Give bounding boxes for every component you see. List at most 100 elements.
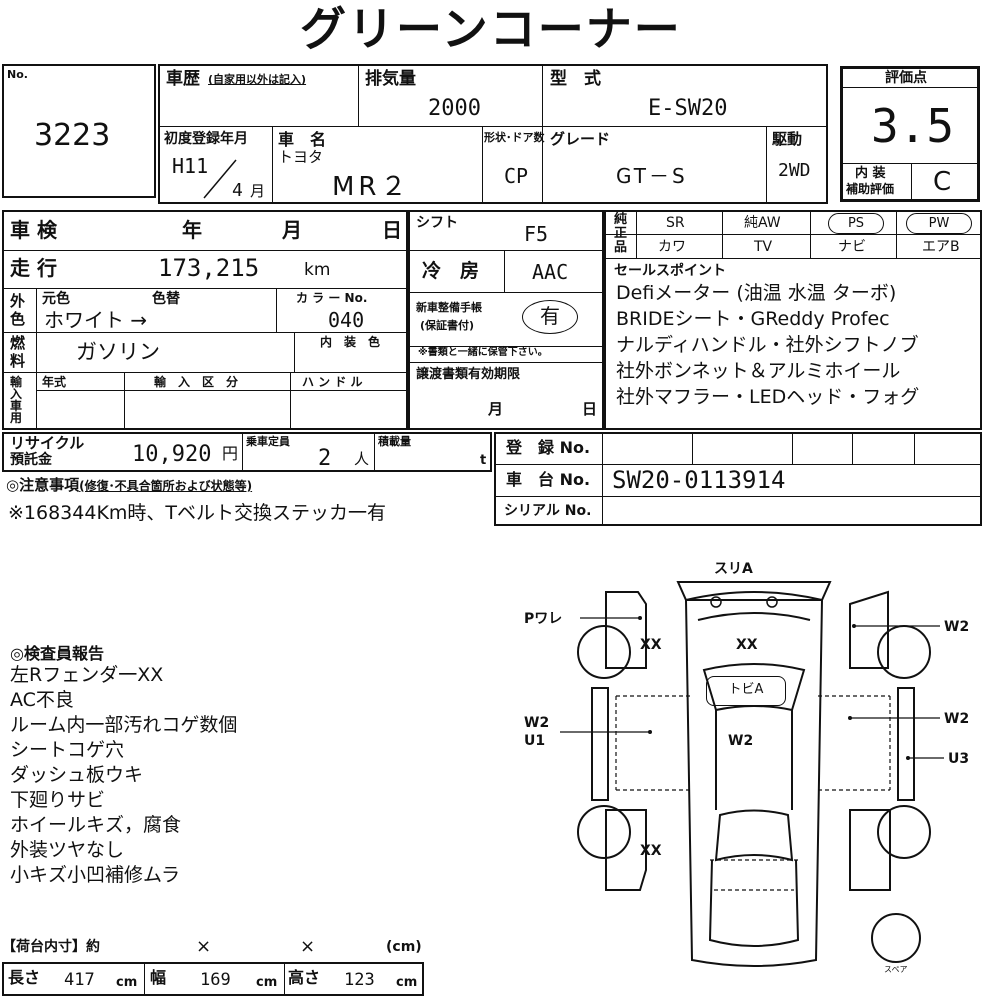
color-code: 040: [328, 308, 365, 332]
history-note: (自家用以外は記入): [208, 73, 307, 86]
shift-value: F5: [524, 222, 549, 246]
manual-note: ※書類と一緒に保管下さい。: [418, 347, 548, 358]
diagram-rl-wheel-label: XX: [640, 843, 662, 859]
equip-tv: TV: [754, 239, 773, 255]
diagram-right-side-1: W2: [944, 711, 970, 727]
handle-label: ハ ン ド ル: [302, 375, 363, 389]
inspector-line: 下廻りサビ: [10, 789, 106, 811]
sales-box: 純正品 SR 純AW PS PW カワ TV ナビ エアB セールスポイント D…: [604, 210, 982, 430]
vehicle-info-box: 車歴 (自家用以外は記入) 排気量 2000 型 式 E-SW20 初度登録年月…: [158, 64, 828, 204]
equipment-box: シフト F5 冷 房 AAC 新車整備手帳 (保証書付) 有 ※書類と一緒に保管…: [408, 210, 604, 430]
sales-point-line: 社外マフラー・LEDヘッド・フォグ: [616, 386, 920, 408]
first-reg-year: H11: [172, 154, 209, 178]
import-category-label: 輸 入 区 分: [154, 375, 239, 389]
diagram-left-side-2: U1: [524, 733, 546, 749]
interior-label: 内 装: [855, 166, 886, 181]
grade-value: GT－S: [616, 164, 688, 188]
inspector-line: 小キズ小凹補修ムラ: [10, 864, 181, 886]
cargo-height-cm: cm: [396, 975, 418, 990]
shape-label: 形状･ドア数: [484, 131, 545, 144]
drive-value: 2WD: [778, 160, 811, 181]
score-label: 評価点: [885, 70, 927, 86]
lot-label: No.: [7, 68, 28, 81]
cargo-length-cm: cm: [116, 975, 138, 990]
first-reg-month-unit: 月: [250, 182, 266, 200]
import-year-label: 年式: [42, 375, 67, 389]
diagram-right-side-2: U3: [948, 751, 970, 767]
equip-pw: PW: [906, 213, 972, 234]
equip-ps: PS: [828, 213, 884, 234]
inspector-line: ホイールキズ，腐食: [10, 814, 182, 836]
car-maker: トヨタ: [278, 148, 324, 166]
car-name-value: MR２: [332, 172, 411, 202]
cargo-x1: ×: [196, 936, 212, 957]
manual-value: 有: [522, 300, 578, 334]
inspector-line: 外装ツヤなし: [10, 839, 125, 861]
mileage-label: 走 行: [10, 256, 57, 280]
change-color-label: 色替: [152, 291, 180, 307]
lot-number: 3223: [34, 118, 111, 153]
equip-aw: 純AW: [744, 215, 781, 231]
inspection-label: 車 検: [10, 218, 57, 242]
cargo-unit-label: (cm): [386, 939, 422, 955]
capacity-unit: 人: [354, 450, 370, 468]
car-name-label: 車 名: [278, 130, 327, 149]
equipment-header: 純正品: [614, 212, 628, 255]
score-value: 3.5: [871, 99, 955, 153]
diagram-fl-wheel-label: XX: [640, 637, 662, 653]
aircon-value: AAC: [532, 260, 569, 284]
transfer-label: 譲渡書類有効期限: [416, 367, 521, 382]
transfer-day: 日: [582, 400, 598, 418]
notes-title: ◎注意事項: [6, 476, 80, 494]
sales-point-line: ナルディハンドル・社外シフトノブ: [616, 334, 919, 356]
shape-value: CP: [504, 164, 529, 188]
diagram-left-side-1: W2: [524, 715, 550, 731]
equip-sr: SR: [666, 215, 685, 231]
diagram-left-front-label: Pワレ: [524, 611, 563, 627]
load-label: 積載量: [378, 435, 411, 448]
manual-label-2: (保証書付): [420, 319, 475, 332]
car-damage-diagram: [560, 581, 944, 967]
cargo-height: 123: [344, 970, 375, 990]
displacement-label: 排気量: [365, 69, 416, 89]
history-label: 車歴: [166, 69, 200, 89]
inspection-year: 年: [182, 218, 202, 242]
page-title: グリーンコーナー: [300, 2, 682, 56]
inspector-line: ダッシュ板ウキ: [10, 764, 144, 786]
notes-text: ※168344Km時、Tベルト交換ステッカ一有: [8, 502, 387, 524]
aux-label: 補助評価: [846, 182, 895, 196]
diagram-spare-label: スペア: [884, 965, 908, 974]
recycle-value: 10,920: [132, 442, 212, 467]
registration-box: 登 録 No. 車 台 No. SW20-0113914 シリアル No.: [494, 432, 982, 526]
notes-label: ◎注意事項(修復･不具合箇所および状態等): [6, 478, 252, 493]
sales-point-line: Defiメーター (油温 水温 ターボ): [616, 282, 897, 304]
sales-point-line: 社外ボンネット＆アルミホイール: [616, 360, 901, 382]
grade-label: グレード: [550, 130, 611, 148]
ext-color-value: ホワイト →: [44, 308, 148, 332]
date-slash: [203, 159, 237, 199]
status-box: 車 検 年 月 日 走 行 173,215 km 外色 元色 色替 ホワイト →…: [2, 210, 408, 430]
diagram-hood-label: XX: [736, 637, 758, 653]
import-label: 輸入車用: [10, 375, 23, 425]
recycle-box: リサイクル 預託金 10,920 円 乗車定員 2 人 積載量 t: [2, 432, 492, 472]
cargo-height-label: 高さ: [288, 968, 321, 987]
aircon-label: 冷 房: [422, 260, 480, 282]
model-label: 型 式: [550, 69, 601, 89]
cargo-width-label: 幅: [150, 968, 167, 987]
interior-color-label: 内 装 色: [320, 335, 381, 349]
fuel-value: ガソリン: [76, 340, 160, 364]
sales-point-line: BRIDEシート・GReddy Profec: [616, 308, 890, 330]
mileage-value: 173,215: [158, 254, 260, 282]
cargo-label: 【荷台内寸】約: [2, 939, 100, 955]
score-box: 評価点 3.5 内 装 補助評価 C: [840, 66, 980, 202]
serial-label: シリアル No.: [504, 503, 592, 519]
equip-airbag: エアB: [922, 239, 960, 255]
recycle-label-1: リサイクル: [10, 434, 85, 452]
load-unit: t: [480, 453, 487, 468]
fuel-label: 燃料: [10, 334, 26, 370]
sales-points-label: セールスポイント: [614, 263, 726, 279]
recycle-label-2: 預託金: [10, 452, 52, 468]
cargo-x2: ×: [300, 936, 316, 957]
chassis-label: 車 台 No.: [506, 470, 591, 489]
cargo-length: 417: [64, 970, 95, 990]
